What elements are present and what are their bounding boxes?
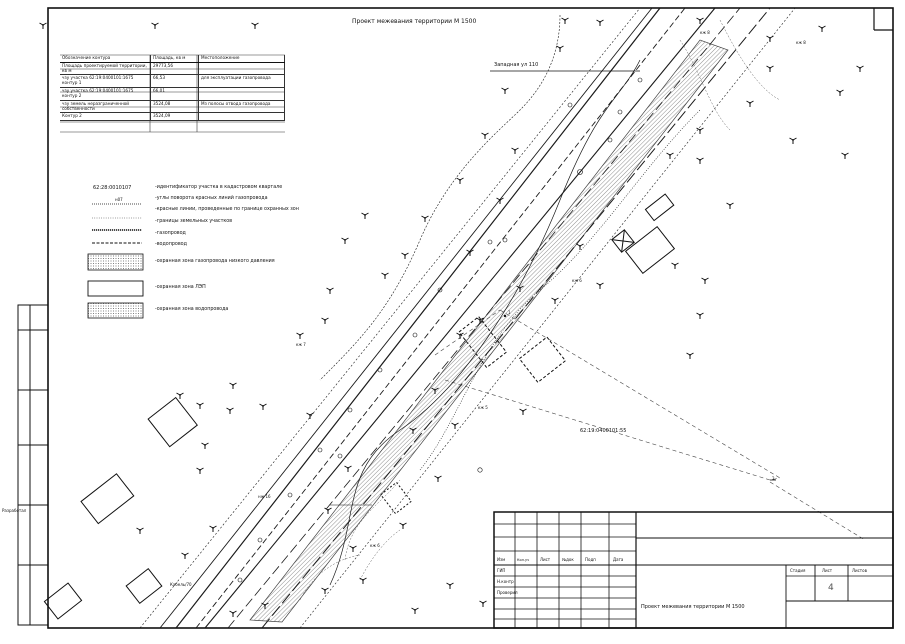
house-label: кж 8 xyxy=(700,30,710,35)
house-label: кж 8 xyxy=(796,40,806,45)
legend-cell: Площадь проектируемой территории, кв м xyxy=(60,62,151,76)
legend-cell: чзу земель неразграниченной собственност… xyxy=(60,100,151,114)
tb-sheet-label: Лист xyxy=(822,568,833,573)
legend-cell xyxy=(198,62,285,76)
house-label: нж 16 xyxy=(258,494,271,499)
legend-cell: Мз полосы отвода газопровода xyxy=(198,100,285,114)
pipeline-corridor xyxy=(139,7,796,629)
legend-cell: 66,53 xyxy=(150,74,199,89)
legend-item-water-zone: -охранная зона водопровода xyxy=(155,307,229,312)
legend-item-gas-zone: -охранная зона газопровода низкого давле… xyxy=(155,259,275,264)
tb-col-header: Дата xyxy=(613,557,624,562)
tb-col-header: Кол.уч xyxy=(517,558,530,562)
legend-cell: Контур 2 xyxy=(60,112,151,122)
legend-item-water-pipeline: -водопровод xyxy=(155,242,187,247)
house-label: кж 6 xyxy=(572,278,582,283)
tb-role: ГИП xyxy=(497,568,506,573)
parcel-boundaries xyxy=(434,309,866,541)
legend-item-cadastral-id: -идентификатор участка в кадастровом ква… xyxy=(155,185,283,190)
tb-col-header: Подп xyxy=(585,557,596,562)
title-block-grid xyxy=(493,511,894,629)
legend-cell: 3524,08 xyxy=(150,100,199,114)
tb-stage-label: Стадия xyxy=(790,568,806,573)
side-label: Разработал xyxy=(2,508,27,513)
tb-sheets-label: Листов xyxy=(852,568,867,573)
tb-col-header: №док xyxy=(562,557,574,562)
tb-role: Н.контр xyxy=(497,579,514,584)
legend-header-area: Площадь, кв м xyxy=(150,55,199,63)
legend-cell xyxy=(198,112,285,122)
legend-symbols xyxy=(87,203,144,319)
legend-cell: для эксплуатации газопровода xyxy=(198,74,285,89)
tb-col-header: Изм xyxy=(497,557,506,562)
legend-item-red-lines: -красные линии, проведенные по границе о… xyxy=(155,207,299,212)
house-label: кж 5 xyxy=(478,405,488,410)
legend-cell xyxy=(198,87,285,101)
legend-point-sample: н07 xyxy=(115,197,123,202)
legend-item-gas-pipeline: -газопровод xyxy=(155,231,186,236)
pole-label: Кабель/70 xyxy=(170,582,192,587)
side-stamp xyxy=(17,304,49,626)
legend-item-red-line-corners: -углы поворота красных линий газопровода xyxy=(155,196,268,201)
legend-item-power-zone: -охранная зона ЛЭП xyxy=(155,285,206,290)
tb-col-header: Лист xyxy=(540,557,551,562)
tb-role: Проверил xyxy=(497,590,518,595)
legend-cell: чзу участка 62:19:0400101:1675 контур 2 xyxy=(60,87,151,101)
legend-cadastral-number: 62:28:0010107 xyxy=(93,185,132,191)
terrain-lines xyxy=(299,19,781,601)
tb-description: Проект межевания территории М 1500 xyxy=(641,604,745,610)
legend-cell: чзу участка 62:19:0400101:1675 контур 1 xyxy=(60,74,151,89)
parcel-number-label: 62:19:0400101:55 xyxy=(580,428,627,434)
buildings xyxy=(43,193,676,620)
corner-label: 2 xyxy=(772,476,775,481)
legend-cell: 66,01 xyxy=(150,87,199,101)
survey-points xyxy=(237,77,643,583)
tb-sheet-number: 4 xyxy=(828,583,834,593)
page-title: Проект межевания территории М 1500 xyxy=(352,18,477,25)
corner-label: 1 xyxy=(508,310,511,315)
legend-header-contour: Обозначение контура xyxy=(60,55,151,63)
house-label: кж 7 xyxy=(296,342,306,347)
legend-item-parcel-borders: -границы земельных участков xyxy=(155,219,233,224)
street-label: Западная ул 110 xyxy=(494,62,539,68)
legend-cell: 3524,09 xyxy=(150,112,199,122)
legend-cell: 29773,56 xyxy=(150,62,199,76)
legend-table: Обозначение контура Площадь, кв м Местоп… xyxy=(60,55,285,122)
house-label: кж 6 xyxy=(370,543,380,548)
legend-header-location: Местоположение xyxy=(198,55,285,63)
